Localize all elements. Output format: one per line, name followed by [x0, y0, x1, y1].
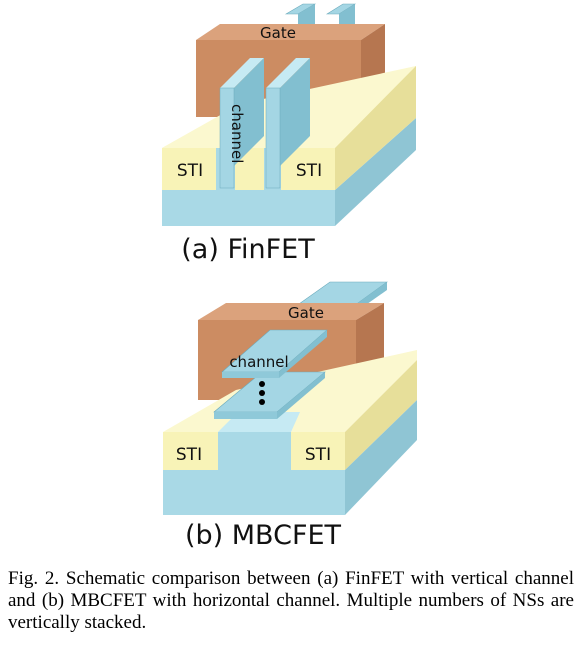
finfet-title: (a) FinFET: [181, 234, 315, 265]
mbcfet-substrate-side: [345, 400, 417, 515]
mbcfet-sheet-upper-front: [222, 372, 279, 378]
mbcfet-sti-side: [345, 360, 417, 470]
finfet-sti-side: [335, 66, 416, 190]
mbcfet-sheet-lower-front: [214, 412, 277, 419]
finfet-sti-left-label: STI: [177, 161, 203, 181]
mbcfet-sti-right-label: STI: [305, 445, 331, 465]
mbcfet-substrate-front: [163, 470, 345, 515]
finfet-gate-label: Gate: [260, 24, 296, 42]
finfet-fin-right-front: [265, 87, 281, 189]
mbcfet-stack-dot: [259, 381, 265, 387]
finfet-fin-back-right-side: [339, 4, 355, 30]
figure-caption: Fig. 2. Schematic comparison between (a)…: [8, 568, 574, 633]
mbcfet-diagram: Gate STI STI channel (b) MBCFET: [163, 281, 417, 550]
device-schematic-figure: Gate STI STI channel (a) FinFET: [162, 3, 417, 550]
finfet-substrate-side: [335, 118, 416, 226]
finfet-fin-right-side: [280, 58, 310, 166]
mbcfet-sti-right: [291, 432, 345, 470]
mbcfet-channel-label: channel: [229, 353, 288, 371]
finfet-substrate-front: [162, 190, 335, 226]
finfet-fin-left-top: [220, 58, 264, 88]
mbcfet-gate-top: [198, 303, 384, 320]
mbcfet-gate-label: Gate: [288, 304, 324, 322]
finfet-diagram: Gate STI STI channel (a) FinFET: [162, 3, 416, 265]
finfet-fin-right-top: [266, 58, 310, 88]
mbcfet-title: (b) MBCFET: [185, 520, 342, 550]
finfet-sti-right-label: STI: [296, 161, 322, 181]
finfet-fin-left-side: [234, 58, 264, 166]
mbcfet-sheet-lower-side: [277, 372, 325, 419]
mbcfet-sti-left: [163, 432, 218, 470]
mbcfet-fin-base: [218, 432, 291, 470]
mbcfet-stack-dot: [259, 390, 265, 396]
mbcfet-sheet-upper-side: [279, 330, 327, 378]
mbcfet-sti-left-label: STI: [176, 445, 202, 465]
finfet-fin-back-left-side: [298, 4, 315, 30]
finfet-sti-left: [162, 148, 216, 190]
mbcfet-stack-dot: [259, 399, 265, 405]
finfet-fin-left-front: [219, 87, 235, 189]
finfet-channel-label: channel: [228, 104, 246, 163]
finfet-gate-top: [196, 24, 385, 40]
